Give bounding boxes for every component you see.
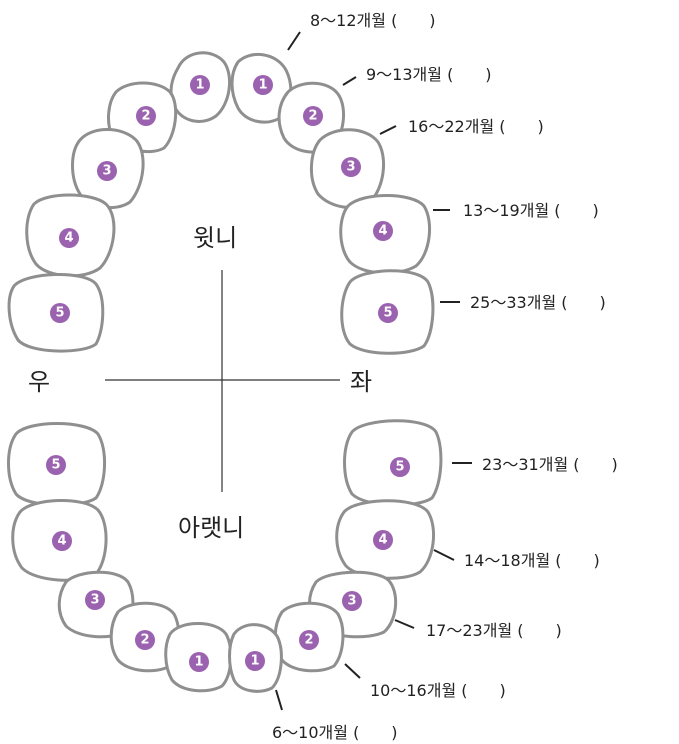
svg-text:4: 4 [57, 534, 66, 549]
label-lower-3: 17～23개월 ( ) [426, 621, 562, 640]
label-lower-1: 6～10개월 ( ) [272, 723, 398, 742]
leader-lower-2 [344, 663, 361, 679]
upper-left-tooth-5: 5 [340, 269, 435, 355]
leader-upper-2 [342, 76, 357, 86]
svg-text:1: 1 [250, 654, 259, 669]
leader-lower-3 [394, 619, 415, 629]
lower-right-tooth-2: 2 [109, 601, 181, 673]
svg-text:2: 2 [308, 109, 317, 124]
svg-text:4: 4 [378, 533, 387, 548]
svg-text:2: 2 [304, 633, 313, 648]
left-side-label: 좌 [350, 368, 372, 396]
label-upper-3: 16～22개월 ( ) [408, 117, 544, 136]
svg-text:2: 2 [141, 109, 150, 124]
lower-left-tooth-5: 5 [343, 419, 443, 507]
svg-text:1: 1 [194, 655, 203, 670]
svg-text:3: 3 [90, 593, 99, 608]
upper-left-tooth-3: 3 [310, 128, 385, 210]
svg-text:3: 3 [102, 164, 111, 179]
upper-left-tooth-1: 1 [230, 53, 293, 124]
lower-left-tooth-2: 2 [273, 601, 345, 673]
svg-text:4: 4 [64, 231, 73, 246]
lower-right-tooth-5: 5 [7, 422, 107, 507]
lower-teeth-label: 아랫니 [178, 514, 244, 542]
label-upper-2: 9～13개월 ( ) [366, 65, 492, 84]
lower-right-tooth-4: 4 [11, 499, 108, 582]
lower-left-tooth-1: 1 [228, 623, 283, 693]
leader-upper-3 [379, 125, 397, 135]
svg-text:2: 2 [140, 633, 149, 648]
svg-text:3: 3 [346, 160, 355, 175]
lower-left-tooth-4: 4 [335, 499, 435, 580]
svg-text:1: 1 [258, 78, 267, 93]
upper-right-tooth-3: 3 [71, 128, 145, 210]
label-upper-4: 13～19개월 ( ) [463, 201, 599, 220]
svg-text:5: 5 [55, 306, 64, 321]
label-lower-2: 10～16개월 ( ) [370, 681, 506, 700]
svg-text:5: 5 [51, 458, 60, 473]
label-lower-5: 23～31개월 ( ) [482, 455, 618, 474]
upper-right-tooth-5: 5 [7, 273, 105, 353]
upper-left-tooth-4: 4 [339, 194, 431, 275]
upper-right-tooth-4: 4 [25, 193, 116, 278]
label-upper-5: 25～33개월 ( ) [470, 293, 606, 312]
svg-text:5: 5 [383, 306, 392, 321]
label-upper-1: 8～12개월 ( ) [310, 11, 436, 30]
svg-text:4: 4 [378, 224, 387, 239]
lower-right-tooth-1: 1 [164, 622, 233, 693]
leader-lower-4 [433, 549, 455, 561]
upper-right-tooth-1: 1 [169, 51, 232, 123]
svg-text:1: 1 [195, 78, 204, 93]
leader-upper-1 [287, 31, 301, 51]
svg-text:5: 5 [395, 460, 404, 475]
leader-lower-1 [275, 689, 283, 711]
upper-teeth-label: 윗니 [193, 224, 237, 252]
svg-text:3: 3 [347, 594, 356, 609]
right-side-label: 우 [28, 368, 50, 396]
label-lower-4: 14～18개월 ( ) [464, 551, 600, 570]
